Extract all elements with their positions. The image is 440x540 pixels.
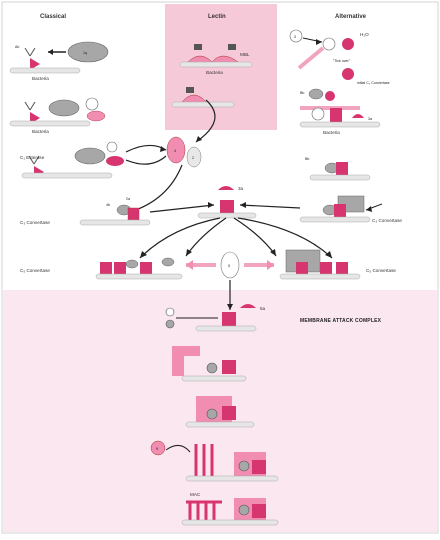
bacteria-membrane	[9, 67, 81, 74]
pink-arrow	[297, 46, 325, 70]
label-bacteria-alternative: Bacteria	[323, 130, 340, 135]
label-mac: MAC	[190, 492, 201, 497]
c3-hydrolyzed	[342, 38, 354, 50]
label-membrane-attack-complex: MEMBRANE ATTACK COMPLEX	[300, 318, 382, 324]
label-c5-convertase-right: C₅ Convertase	[366, 268, 396, 273]
svg-text:Bb: Bb	[300, 91, 304, 95]
svg-text:1q: 1q	[83, 51, 87, 55]
label-bacteria-classical-2: Bacteria	[32, 129, 49, 134]
svg-text:2a: 2a	[126, 197, 130, 201]
c4-molecule	[166, 136, 186, 164]
c1r-circle	[85, 97, 99, 111]
label-c3-convertase-alternative: C₃ Convertase	[372, 218, 402, 223]
label-h2o: H₂O	[360, 32, 369, 37]
c5-convertase-row: C₅ Convertase 5 C₅ Convertase	[20, 249, 396, 310]
label-initial-c3-convertase: initial C₃ Convertase	[357, 81, 390, 85]
classical-pathway: Ab 1q Bacteria Bacteria C₁ Esterase 4 2	[9, 41, 202, 226]
svg-text:4: 4	[174, 149, 176, 153]
c2-molecule	[186, 146, 202, 168]
svg-text:3: 3	[294, 35, 296, 39]
label-tick-over: "Tick over"	[333, 59, 351, 63]
svg-text:3a: 3a	[368, 117, 372, 121]
lectin-pathway: MBL Bacteria	[171, 44, 253, 143]
svg-text:Ab: Ab	[15, 45, 19, 49]
label-c3a: 3a	[238, 186, 244, 191]
label-bacteria-classical: Bacteria	[32, 76, 49, 81]
svg-text:4b: 4b	[106, 203, 110, 207]
label-c5-convertase-left: C₅ Convertase	[20, 268, 50, 273]
arrow	[195, 99, 216, 143]
c1s-ellipse	[86, 110, 106, 122]
label-c3-convertase-classical: C₃ Convertase	[20, 220, 50, 225]
antibody-icon	[24, 47, 31, 57]
mbl-tag	[194, 44, 202, 50]
header-alternative: Alternative	[335, 14, 367, 20]
antigen-icon	[30, 58, 40, 70]
svg-text:2: 2	[192, 156, 194, 160]
svg-text:Bb: Bb	[305, 157, 309, 161]
c1q-complex	[67, 41, 109, 63]
svg-text:9: 9	[156, 447, 158, 451]
alternative-pathway: 3 H₂O "Tick over" initial C₃ Convertase …	[289, 29, 402, 223]
c3b-molecule	[220, 200, 234, 213]
label-c5a: 5a	[260, 306, 266, 311]
label-bacteria-lectin: Bacteria	[206, 70, 223, 75]
svg-text:5: 5	[228, 264, 230, 268]
c3-hub: 3a	[139, 186, 333, 259]
mac-assembly: 5a MEMBRANE ATTACK COMPLEX 9 MAC	[150, 304, 382, 526]
label-mbl: MBL	[240, 52, 250, 57]
header-lectin: Lectin	[208, 14, 226, 20]
label-c1-esterase: C₁ Esterase	[20, 155, 45, 160]
c5-molecule	[220, 251, 240, 279]
header-classical: Classical	[40, 14, 66, 20]
